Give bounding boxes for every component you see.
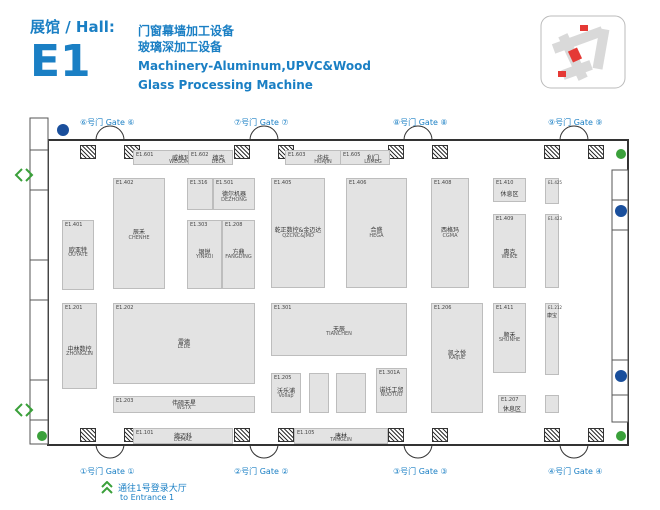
door-block [588, 428, 604, 442]
left-side-arrows-icon [14, 168, 34, 182]
booth[interactable]: E1.207 休息区 [498, 395, 526, 413]
gate-6-label: ⑥号门 Gate ⑥ [80, 118, 135, 127]
booth[interactable]: E1.405 乾正数控&金迈达 QZCNC&JMD [271, 178, 325, 288]
booth[interactable]: E1.105 唐林 TANGLIN [294, 428, 388, 444]
mini-map-icon [540, 15, 626, 89]
booth[interactable]: E1.425 [545, 178, 562, 204]
exit-icon [616, 431, 626, 441]
booth[interactable]: E1.501 德尔机器 DEZHONG [213, 178, 255, 210]
booth[interactable]: E1.201 中林数控 ZHONGLIN [62, 303, 97, 389]
door-block [234, 428, 250, 442]
booth[interactable]: E1.203 伟硕天星 WSTX [113, 396, 255, 413]
category-en-line1: Machinery-Aluminum,UPVC&Wood [138, 59, 371, 73]
booth[interactable] [309, 373, 329, 413]
booth[interactable]: E1.316 [187, 178, 213, 210]
gate-7-label: ⑦号门 Gate ⑦ [234, 118, 289, 127]
booth[interactable]: E1.101 德迈科 DEMAC [133, 428, 233, 444]
booth[interactable]: E1.208 方鼎 FANGDING [222, 220, 255, 289]
door-block [588, 145, 604, 159]
gate-1-label: ①号门 Gate ① [80, 467, 135, 476]
booth[interactable]: E1.205 沃乐浦 Vollap [271, 373, 301, 413]
door-block [432, 428, 448, 442]
booth[interactable]: E1.602 德克 DECA [188, 150, 233, 165]
category-en-line2: Glass Processing Machine [138, 78, 313, 92]
booth[interactable]: E1.408 西格玛 CGMA [431, 178, 469, 288]
booth[interactable]: E1.605 利门 LUMEG [340, 150, 390, 165]
info-icon [615, 205, 627, 217]
booth[interactable]: E1.423 [545, 214, 562, 288]
info-icon [57, 124, 69, 136]
door-block [234, 145, 250, 159]
door-block [388, 145, 404, 159]
door-block [388, 428, 404, 442]
category-cn-line2: 玻璃深加工设备 [138, 40, 223, 54]
booth[interactable]: E1.409 惠克 WEIKE [493, 214, 526, 288]
booth[interactable] [545, 395, 559, 413]
booth[interactable] [336, 373, 366, 413]
gate-9-label: ⑨号门 Gate ⑨ [548, 118, 603, 127]
booth[interactable]: E1.303 银锐 YINRUI [187, 220, 222, 289]
booth[interactable]: E1.410 休息区 [493, 178, 526, 202]
booth[interactable]: E1.206 凯之悦 KAIJUE [431, 303, 483, 413]
hall-id: E1 [30, 36, 91, 87]
booth[interactable]: E1.411 顺禾 SHUNHE [493, 303, 526, 373]
booth[interactable]: E1.202 雷德 LEDE [113, 303, 255, 384]
left-side-arrows-icon [14, 403, 34, 417]
gate-2-label: ②号门 Gate ② [234, 467, 289, 476]
door-block [80, 428, 96, 442]
door-block [544, 145, 560, 159]
booth[interactable]: E1.212 康宝 [545, 303, 562, 375]
booth[interactable]: E1.301 天辰 TIANCHEN [271, 303, 407, 356]
booth[interactable]: E1.401 欧亚特 OUYATE [62, 220, 94, 290]
entrance-arrow-icon [101, 481, 113, 494]
gate-8-label: ⑧号门 Gate ⑧ [393, 118, 448, 127]
booth[interactable]: E1.301A 诺托工贸 NUOTUO [376, 368, 407, 413]
door-block [432, 145, 448, 159]
category-cn-line1: 门窗幕墙加工设备 [138, 24, 235, 38]
door-block [80, 145, 96, 159]
entrance-cn: 通往1号登录大厅 [118, 484, 187, 494]
exit-icon [37, 431, 47, 441]
entrance-en: to Entrance 1 [120, 493, 175, 502]
door-block [544, 428, 560, 442]
booth[interactable]: E1.603 华技 HUAJIN [285, 150, 341, 165]
door-block [278, 428, 294, 442]
exit-icon [616, 149, 626, 159]
hall-prefix: 展馆 / Hall: [30, 18, 115, 36]
info-icon [615, 370, 627, 382]
gate-4-label: ④号门 Gate ④ [548, 467, 603, 476]
booth[interactable]: E1.601 威格玛 WEGOMA [133, 150, 199, 165]
gate-3-label: ③号门 Gate ③ [393, 467, 448, 476]
booth[interactable]: E1.406 合盛 HEGA [346, 178, 407, 288]
booth[interactable]: E1.402 辰禾 CHENHE [113, 178, 165, 289]
